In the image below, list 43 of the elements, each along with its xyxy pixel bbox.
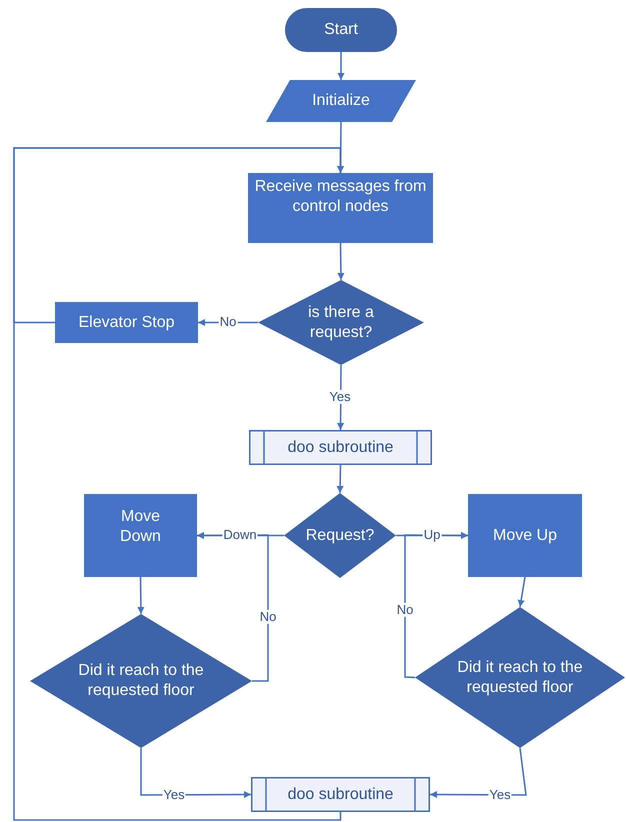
node-label: is there a request? — [307, 302, 375, 342]
decision-diamond — [284, 493, 396, 578]
node-label: Move Down — [119, 506, 162, 546]
arrow — [430, 748, 527, 798]
node-label: Elevator Stop — [78, 312, 175, 332]
edge-label: No — [258, 610, 278, 624]
edge-label: Down — [222, 528, 258, 542]
input-parallelogram — [266, 80, 416, 122]
process-box — [248, 173, 433, 243]
arrow — [137, 576, 144, 614]
process-box — [468, 494, 582, 577]
arrow — [13, 147, 344, 324]
arrow — [337, 365, 344, 430]
node-label: Request? — [306, 526, 374, 546]
node-label: doo subroutine — [288, 438, 394, 458]
subroutine-box — [249, 430, 432, 465]
node-label: Receive messages from control nodes — [254, 177, 428, 217]
process-box — [55, 302, 198, 343]
node-label: Did it reach to the requested floor — [456, 658, 584, 698]
arrow — [338, 52, 344, 80]
decision-diamond — [30, 614, 252, 748]
arrow — [518, 576, 526, 608]
arrow — [336, 464, 344, 494]
node-label: Move Up — [492, 526, 558, 546]
edge-label: Yes — [162, 788, 186, 802]
process-box — [84, 494, 197, 577]
start-terminal — [285, 8, 397, 52]
arrow — [140, 748, 251, 798]
edge-label: No — [396, 602, 414, 618]
arrow — [337, 122, 344, 173]
node-label: Start — [324, 20, 358, 40]
edge-label: Up — [422, 528, 442, 542]
node-label: doo subroutine — [288, 784, 394, 804]
subroutine-box — [251, 777, 430, 812]
arrow — [404, 532, 468, 678]
edge-label: Yes — [488, 788, 512, 802]
edge-label: Yes — [328, 390, 352, 404]
decision-diamond — [258, 280, 424, 365]
arrow — [337, 242, 344, 280]
decision-diamond — [415, 607, 625, 748]
edge-label: No — [218, 314, 238, 330]
node-label: Did it reach to the requested floor — [77, 661, 205, 701]
node-label: Initialize — [311, 91, 371, 111]
